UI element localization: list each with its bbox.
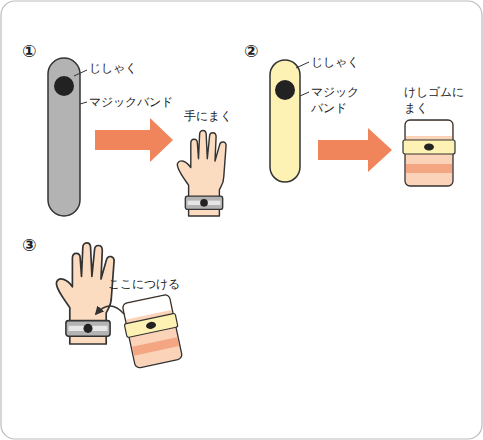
instruction-label: ここにつける bbox=[108, 276, 198, 292]
step-number: ③ bbox=[22, 234, 46, 257]
magic-band bbox=[48, 58, 80, 216]
magnet bbox=[54, 76, 74, 96]
instruction-label: けしゴムに まく bbox=[404, 84, 470, 116]
step-number: ② bbox=[244, 40, 268, 63]
hand bbox=[177, 130, 226, 216]
instruction-label: 手にまく bbox=[184, 108, 246, 124]
leader-line bbox=[80, 102, 87, 104]
attach-arrow bbox=[96, 306, 124, 314]
step-arrow bbox=[318, 128, 392, 172]
eraser bbox=[120, 294, 185, 369]
magnet bbox=[275, 80, 295, 100]
leader-line bbox=[296, 62, 309, 68]
part-label: じしゃく bbox=[89, 60, 159, 76]
step-arrow bbox=[95, 118, 173, 162]
eraser bbox=[403, 120, 455, 186]
leader-line bbox=[74, 70, 87, 76]
part-label: マジックバンド bbox=[89, 94, 189, 110]
magic-band bbox=[270, 60, 300, 182]
part-label: マジック バンド bbox=[311, 84, 365, 116]
leader-line bbox=[300, 92, 309, 96]
step-number: ① bbox=[22, 40, 46, 63]
hand bbox=[56, 243, 114, 344]
part-label: じしゃく bbox=[311, 54, 381, 70]
